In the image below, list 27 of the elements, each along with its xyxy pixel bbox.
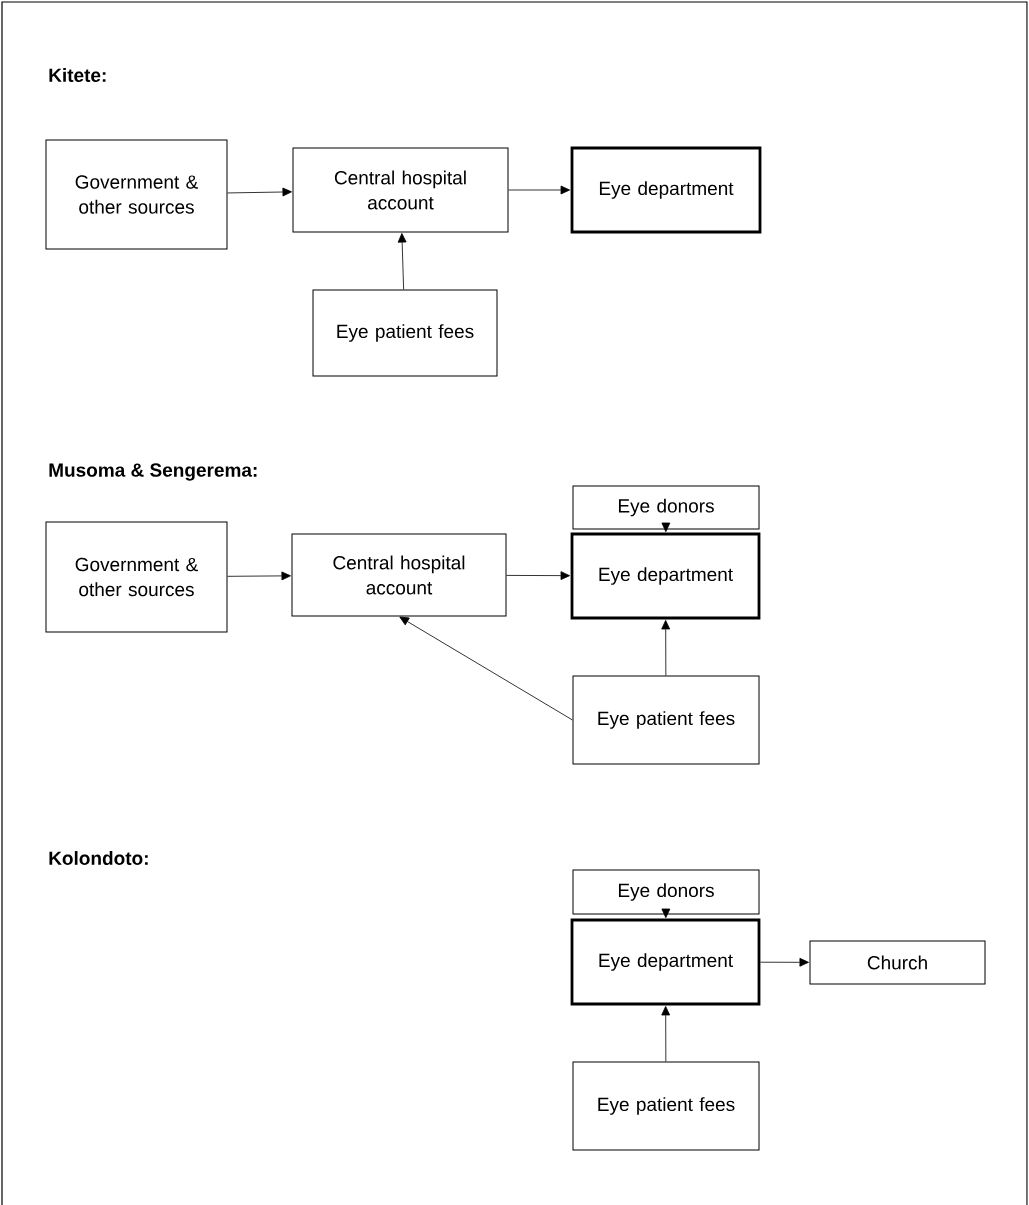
- box: Eye patient fees: [572, 1061, 760, 1151]
- box: Eye donors: [572, 869, 760, 915]
- arrow: [227, 187, 292, 197]
- arrow: [661, 522, 671, 533]
- arrow: [661, 908, 671, 919]
- box: Government & other sources: [45, 521, 228, 633]
- box: Eye department: [570, 918, 761, 1006]
- box: Central hospital account: [292, 147, 509, 233]
- section-heading: Kitete:: [49, 68, 106, 82]
- box: Church: [809, 940, 986, 985]
- box: Eye patient fees: [572, 675, 760, 765]
- arrow: [506, 571, 571, 580]
- arrow: [760, 957, 809, 967]
- box: Eye department: [570, 146, 762, 234]
- box: Eye patient fees: [312, 289, 498, 377]
- arrow: [397, 233, 407, 290]
- box: Eye donors: [572, 485, 760, 530]
- box: Eye department: [570, 532, 761, 620]
- box: Government & other sources: [45, 139, 228, 250]
- arrow: [508, 185, 571, 195]
- arrow: [661, 1006, 671, 1062]
- arrow: [661, 620, 671, 676]
- section-heading: Kolondoto:: [49, 851, 148, 865]
- box: Central hospital account: [291, 533, 507, 617]
- arrow: [399, 616, 573, 721]
- section-heading: Musoma & Sengerema:: [49, 463, 257, 481]
- arrow: [227, 571, 291, 581]
